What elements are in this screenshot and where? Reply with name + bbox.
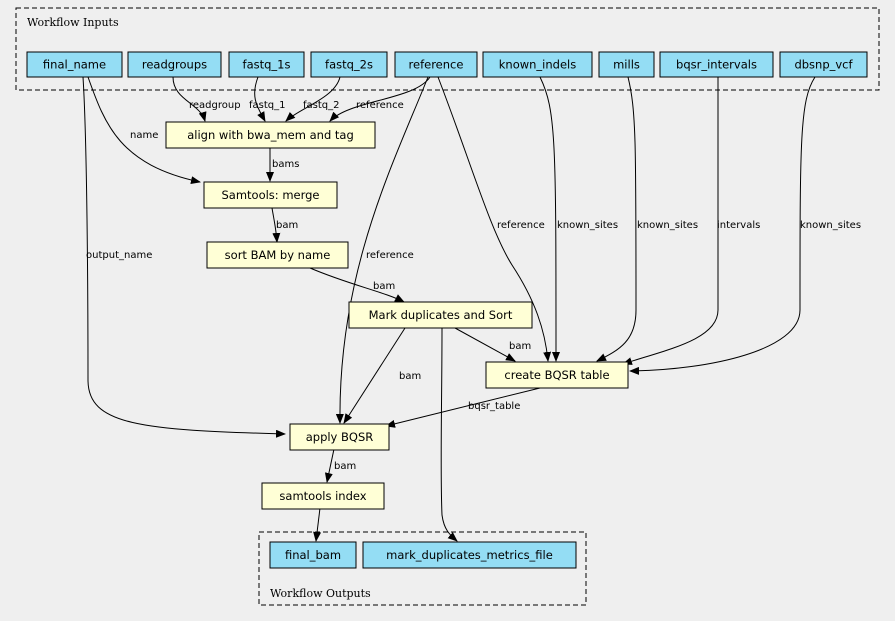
svg-text:mills: mills: [613, 58, 640, 72]
edge-label-bam-markdup-apply: bam: [399, 371, 421, 382]
input-reference[interactable]: reference: [394, 51, 478, 78]
svg-text:known_indels: known_indels: [499, 58, 576, 72]
edge-label-bam-apply-index: bam: [334, 461, 356, 472]
edge-label-name: name: [130, 130, 158, 141]
workflow-outputs-cluster: Workflow Outputs: [258, 531, 587, 606]
input-fastq-2s[interactable]: fastq_2s: [310, 51, 388, 78]
edge-markdup-metrics: [440, 327, 458, 542]
edge-label-fastq1: fastq_1: [249, 100, 286, 111]
svg-text:fastq_2s: fastq_2s: [325, 58, 373, 72]
input-final-name[interactable]: final_name: [26, 51, 123, 78]
edge-fastq2s-align: [285, 76, 341, 122]
workflow-inputs-cluster: Workflow Inputs: [15, 7, 880, 91]
edge-markdup-apply: [343, 327, 406, 424]
edge-label-bam-merge-sort: bam: [276, 220, 298, 231]
input-dbsnp-vcf[interactable]: dbsnp_vcf: [779, 51, 868, 78]
edge-sort-markdup: [309, 267, 405, 303]
edge-label-readgroup: readgroup: [189, 100, 241, 111]
step-align[interactable]: align with bwa_mem and tag: [165, 121, 376, 149]
output-nodes: final_bam mark_duplicates_metrics_file: [269, 541, 577, 569]
edge-merge-sort: [271, 207, 281, 243]
edge-label-bqsr-table: bqsr_table: [468, 401, 520, 412]
svg-text:dbsnp_vcf: dbsnp_vcf: [794, 58, 853, 72]
svg-text:mark_duplicates_metrics_file: mark_duplicates_metrics_file: [386, 548, 553, 562]
svg-text:bqsr_intervals: bqsr_intervals: [676, 58, 757, 72]
svg-text:reference: reference: [409, 58, 464, 72]
svg-text:fastq_1s: fastq_1s: [243, 58, 291, 72]
edge-fastq1s-align: [254, 76, 266, 122]
edge-label-reference-align: reference: [356, 100, 404, 111]
svg-text:align with bwa_mem and tag: align with bwa_mem and tag: [187, 128, 354, 142]
step-sort-bam[interactable]: sort BAM by name: [206, 241, 349, 269]
svg-text:final_bam: final_bam: [285, 548, 341, 562]
edge-finalname-merge: [87, 76, 201, 185]
edge-labels: readgroup fastq_1 fastq_2 reference name…: [86, 100, 861, 472]
step-apply-bqsr[interactable]: apply BQSR: [289, 423, 390, 451]
step-create-bqsr-table[interactable]: create BQSR table: [485, 361, 629, 389]
edge-label-intervals: intervals: [717, 220, 760, 231]
input-fastq-1s[interactable]: fastq_1s: [228, 51, 305, 78]
input-bqsr-intervals[interactable]: bqsr_intervals: [659, 51, 774, 78]
edge-label-reference-bqsr: reference: [497, 220, 545, 231]
edge-dbsnp-bqsr: [629, 76, 816, 375]
edge-reference-align: [329, 76, 431, 122]
edge-label-known-sites-mills: known_sites: [637, 220, 698, 231]
svg-text:Samtools: merge: Samtools: merge: [221, 188, 319, 202]
input-readgroups[interactable]: readgroups: [127, 51, 222, 78]
output-mark-duplicates-metrics-file[interactable]: mark_duplicates_metrics_file: [362, 541, 577, 569]
svg-text:final_name: final_name: [43, 58, 106, 72]
edge-label-output-name: output_name: [86, 250, 152, 261]
workflow-inputs-label: Workflow Inputs: [27, 16, 119, 29]
workflow-outputs-label: Workflow Outputs: [270, 587, 371, 600]
edge-finalname-apply: [82, 76, 286, 438]
svg-text:Mark duplicates and Sort: Mark duplicates and Sort: [369, 308, 513, 322]
edge-reference-bqsr: [437, 76, 552, 362]
input-known-indels[interactable]: known_indels: [482, 51, 593, 78]
svg-text:readgroups: readgroups: [142, 58, 207, 72]
edge-label-bams: bams: [272, 159, 299, 170]
edge-label-bam-sort-markdup: bam: [373, 281, 395, 292]
edge-index-finalbam: [313, 507, 322, 542]
edge-mills-bqsr: [596, 76, 637, 362]
edge-label-known-sites-indels: known_sites: [557, 220, 618, 231]
svg-text:sort BAM by name: sort BAM by name: [225, 248, 331, 262]
input-nodes: final_name readgroups fastq_1s fastq_2s …: [26, 51, 868, 78]
edge-bqsr-apply: [385, 387, 541, 428]
edges: [82, 76, 816, 542]
output-final-bam[interactable]: final_bam: [269, 541, 357, 569]
edge-bqsrintervals-bqsr: [622, 77, 719, 365]
svg-text:samtools index: samtools index: [279, 489, 366, 503]
step-samtools-merge[interactable]: Samtools: merge: [203, 181, 338, 209]
edge-reference-apply: [335, 76, 429, 424]
edge-label-known-sites-dbsnp: known_sites: [800, 220, 861, 231]
edge-label-fastq2: fastq_2: [303, 100, 340, 111]
edge-apply-index: [324, 448, 335, 483]
svg-text:create BQSR table: create BQSR table: [504, 368, 609, 382]
step-nodes: align with bwa_mem and tag Samtools: mer…: [165, 121, 629, 510]
step-samtools-index[interactable]: samtools index: [261, 482, 385, 510]
edge-label-reference-apply: reference: [366, 250, 414, 261]
input-mills[interactable]: mills: [598, 51, 655, 78]
svg-text:apply BQSR: apply BQSR: [306, 430, 374, 444]
edge-label-bam-markdup-bqsr: bam: [509, 341, 531, 352]
edge-readgroups-align: [172, 76, 207, 122]
step-mark-duplicates[interactable]: Mark duplicates and Sort: [348, 301, 533, 329]
edge-markdup-bqsr: [454, 327, 516, 362]
edge-knownindels-bqsr: [539, 76, 560, 362]
